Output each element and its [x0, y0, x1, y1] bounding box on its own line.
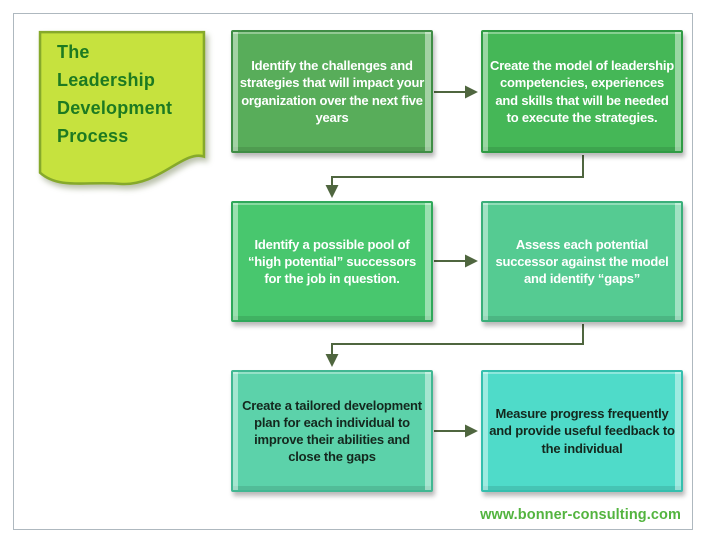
process-box-step-6: Measure progress frequently and provide …: [481, 370, 683, 492]
process-box-step-2-label: Create the model of leadership competenc…: [490, 58, 674, 125]
process-box-step-4: Assess each potential successor against …: [481, 201, 683, 322]
process-box-step-5-label: Create a tailored development plan for e…: [242, 397, 422, 465]
process-box-step-3-label: Identify a possible pool of “high potent…: [248, 236, 416, 287]
website-url: www.bonner-consulting.com: [480, 507, 681, 523]
diagram-title: The Leadership Development Process: [57, 42, 173, 146]
process-box-step-1: Identify the challenges and strategies t…: [231, 30, 433, 153]
process-box-step-2: Create the model of leadership competenc…: [481, 30, 683, 153]
title-wave-shape: [38, 30, 206, 186]
process-box-step-5: Create a tailored development plan for e…: [231, 370, 433, 492]
process-box-step-1-label: Identify the challenges and strategies t…: [239, 58, 425, 125]
process-box-step-6-label: Measure progress frequently and provide …: [489, 406, 675, 456]
process-box-step-4-label: Assess each potential successor against …: [495, 236, 669, 287]
process-box-step-3: Identify a possible pool of “high potent…: [231, 201, 433, 322]
